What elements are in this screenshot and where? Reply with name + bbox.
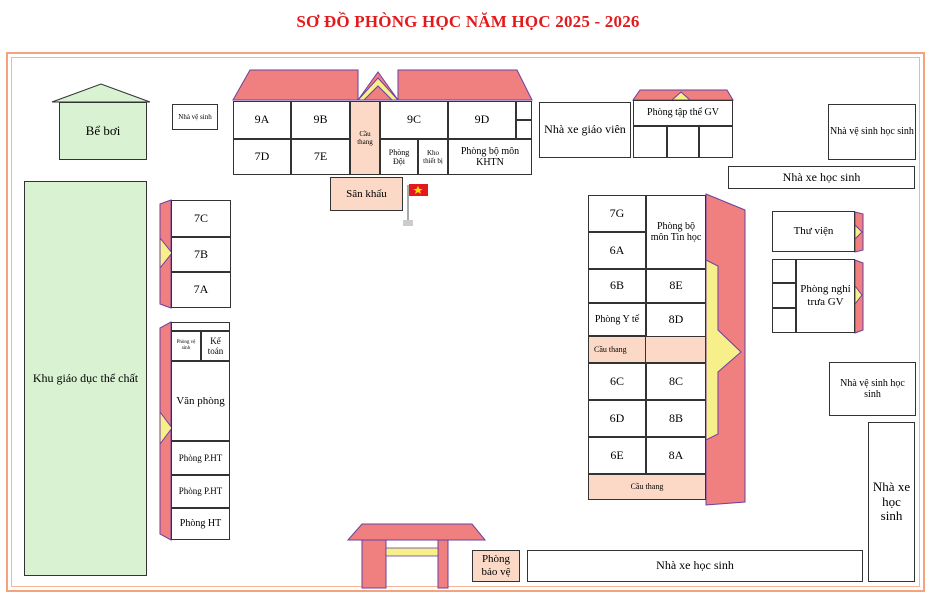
room-6d: 6D bbox=[588, 400, 646, 437]
student-toilet-2: Nhà vệ sinh học sinh bbox=[829, 362, 916, 416]
admin-roof-accent bbox=[159, 410, 173, 446]
accounting-room: Kế toán bbox=[201, 331, 230, 361]
block9-end-bottom bbox=[516, 120, 532, 139]
it-room: Phòng bộ môn Tin học bbox=[646, 195, 706, 269]
medical-room: Phòng Y tế bbox=[588, 303, 646, 336]
pool: Bể bơi bbox=[59, 102, 147, 160]
gate-bar bbox=[385, 547, 439, 557]
room-7c: 7C bbox=[171, 200, 231, 237]
room-8e: 8E bbox=[646, 269, 706, 303]
room-8d: 8D bbox=[646, 303, 706, 336]
room-7e: 7E bbox=[291, 139, 350, 175]
block6-roof-accent bbox=[705, 259, 742, 441]
khtn-room: Phòng bộ môn KHTN bbox=[448, 139, 532, 175]
gate-pillar-right bbox=[437, 539, 449, 589]
principal-room: Phòng HT bbox=[171, 508, 230, 540]
stairs-block6-1-extension bbox=[646, 336, 706, 363]
teacher-parking: Nhà xe giáo viên bbox=[539, 102, 631, 158]
gym-bay-2 bbox=[667, 126, 699, 158]
admin-header bbox=[171, 322, 230, 331]
block7-roof-accent bbox=[159, 236, 173, 270]
library-roof-accent bbox=[854, 223, 863, 241]
gym-bay-3 bbox=[699, 126, 733, 158]
site-inner-border bbox=[11, 57, 920, 587]
equipment-storage: Kho thiết bị bbox=[418, 139, 448, 175]
flag-star-icon bbox=[413, 186, 423, 194]
vice-principal-room-1: Phòng P.HT bbox=[171, 441, 230, 475]
room-9a: 9A bbox=[233, 101, 291, 139]
room-7d: 7D bbox=[233, 139, 291, 175]
admin-toilet: Phòng vệ sinh bbox=[171, 331, 201, 361]
gate-pillar-left bbox=[361, 539, 387, 589]
room-7a: 7A bbox=[171, 272, 231, 308]
room-9d: 9D bbox=[448, 101, 516, 139]
gate-roof bbox=[346, 523, 487, 541]
room-8c: 8C bbox=[646, 363, 706, 400]
student-toilet-1: Nhà vệ sinh học sinh bbox=[828, 104, 916, 160]
pool-roof bbox=[51, 83, 151, 103]
rest-roof-accent bbox=[854, 284, 863, 306]
rest-side-1 bbox=[772, 259, 796, 283]
room-7b: 7B bbox=[171, 237, 231, 272]
room-8b: 8B bbox=[646, 400, 706, 437]
library: Thư viện bbox=[772, 211, 855, 252]
room-6b: 6B bbox=[588, 269, 646, 303]
rest-side-2 bbox=[772, 283, 796, 308]
teacher-rest-room: Phòng nghỉ trưa GV bbox=[796, 259, 855, 333]
page-title: SƠ ĐỒ PHÒNG HỌC NĂM HỌC 2025 - 2026 bbox=[296, 12, 640, 31]
student-parking-right: Nhà xe học sinh bbox=[868, 422, 915, 582]
room-6c: 6C bbox=[588, 363, 646, 400]
stage: Sân khấu bbox=[330, 177, 403, 211]
toilet-top: Nhà vệ sinh bbox=[172, 104, 218, 130]
security-room: Phòng bảo vệ bbox=[472, 550, 520, 582]
gym-bay-1 bbox=[633, 126, 667, 158]
room-8a: 8A bbox=[646, 437, 706, 474]
union-room: Phòng Đội bbox=[380, 139, 418, 175]
room-7g: 7G bbox=[588, 195, 646, 232]
teacher-gym: Phòng tập thể GV bbox=[633, 100, 733, 126]
stairs-block6-1: Cầu thang bbox=[588, 336, 646, 363]
room-6e: 6E bbox=[588, 437, 646, 474]
block9-end-top bbox=[516, 101, 532, 120]
stairs-block9: Cầu thang bbox=[350, 101, 380, 175]
pe-area: Khu giáo dục thể chất bbox=[24, 181, 147, 576]
block9-roof-left bbox=[232, 69, 359, 101]
block9-roof-right bbox=[397, 69, 533, 101]
block9-roof-accent bbox=[356, 77, 400, 101]
flag-base bbox=[403, 220, 413, 226]
room-9b: 9B bbox=[291, 101, 350, 139]
student-parking-bottom: Nhà xe học sinh bbox=[527, 550, 863, 582]
room-6a: 6A bbox=[588, 232, 646, 269]
room-9c: 9C bbox=[380, 101, 448, 139]
stairs-block6-2: Cầu thang bbox=[588, 474, 706, 500]
student-parking-top: Nhà xe học sinh bbox=[728, 166, 915, 189]
vice-principal-room-2: Phòng P.HT bbox=[171, 475, 230, 508]
rest-side-3 bbox=[772, 308, 796, 333]
office-room: Văn phòng bbox=[171, 361, 230, 441]
site-border bbox=[6, 52, 925, 592]
